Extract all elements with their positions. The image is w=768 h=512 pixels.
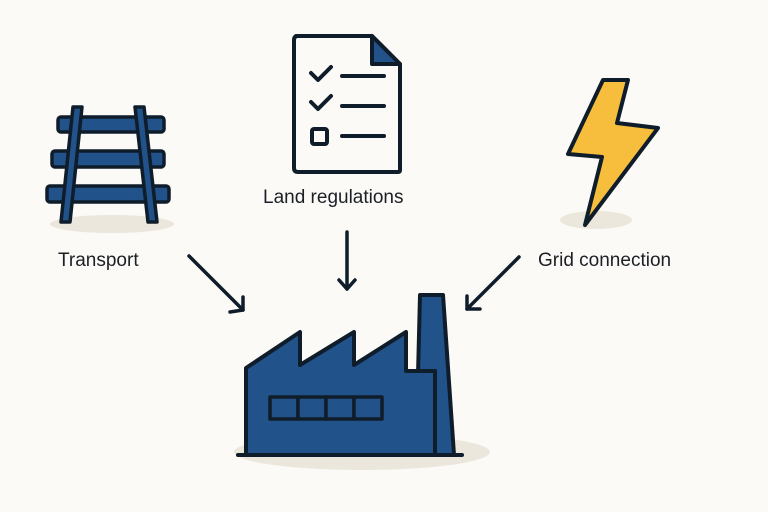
checklist-document-icon [292, 34, 402, 174]
lightning-bolt-icon [566, 78, 660, 227]
grid-connection-label: Grid connection [538, 250, 672, 271]
bolt-shadow [560, 211, 632, 229]
railway-shadow [50, 215, 174, 233]
factory-icon [236, 293, 464, 457]
arrow-transport-to-factory [187, 254, 245, 314]
factory-windows [268, 395, 384, 421]
arrows [187, 230, 521, 314]
transport-label: Transport [58, 250, 139, 271]
arrow-land-to-factory [337, 230, 357, 291]
arrow-grid-to-factory [465, 255, 521, 311]
railway-track-icon [45, 105, 171, 224]
land-regulations-label: Land regulations [263, 187, 404, 208]
